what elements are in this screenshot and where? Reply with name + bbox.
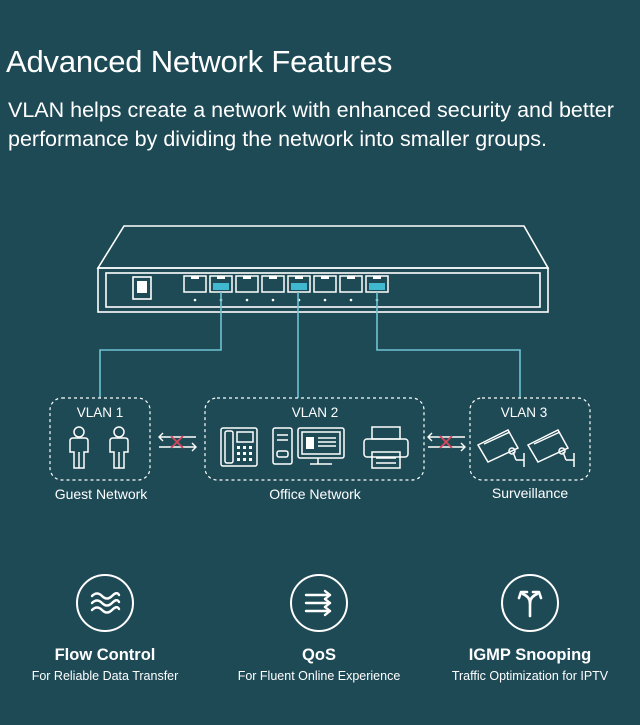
feature-name: Flow Control (54, 646, 156, 664)
line-vlan1 (99, 292, 222, 398)
printer-icon (363, 426, 409, 469)
vlan3-network-label: Surveillance (492, 485, 568, 501)
priority-arrows-icon (290, 574, 348, 632)
vlan3-label: VLAN 3 (501, 405, 548, 420)
line-vlan3 (376, 292, 521, 398)
switch-ports (183, 275, 389, 302)
vlan3-box (469, 397, 591, 481)
subtitle-line-1: VLAN helps create a network with enhance… (8, 98, 614, 122)
switch-front-inner (105, 272, 541, 308)
switch-port (183, 275, 207, 302)
blocked-link-icon (158, 432, 197, 452)
vlan1-network-label: Guest Network (55, 486, 149, 502)
feature-name: IGMP Snooping (468, 646, 592, 664)
desk-phone-icon (220, 427, 258, 467)
feature-desc: For Reliable Data Transfer (31, 669, 179, 683)
power-button (132, 276, 152, 300)
switch-port (313, 275, 337, 302)
connection-lines (99, 292, 521, 398)
switch-port (287, 275, 311, 302)
person-icon (109, 426, 129, 469)
desktop-computer-icon (272, 427, 345, 465)
feature-flow-control: Flow Control For Reliable Data Transfer (0, 574, 210, 683)
split-arrow-icon (501, 574, 559, 632)
page-subtitle: VLAN helps create a network with enhance… (8, 96, 640, 154)
security-camera-icon (476, 429, 525, 467)
subtitle-line-2: performance by dividing the network into… (8, 127, 547, 151)
vlan2-box (204, 397, 425, 481)
network-switch (96, 225, 550, 313)
feature-qos: QoS For Fluent Online Experience (214, 574, 424, 683)
switch-front (97, 267, 549, 313)
feature-name: QoS (302, 646, 336, 664)
vlan1-label: VLAN 1 (77, 405, 124, 420)
waves-icon (76, 574, 134, 632)
person-icon (69, 426, 89, 469)
vlan2-network-label: Office Network (269, 486, 362, 502)
switch-port (261, 275, 285, 302)
feature-igmp-snooping: IGMP Snooping Traffic Optimization for I… (425, 574, 635, 683)
page-title: Advanced Network Features (6, 44, 393, 79)
switch-port (339, 275, 363, 302)
switch-top (96, 225, 550, 269)
vlan1-box (49, 397, 151, 481)
vlan2-label: VLAN 2 (292, 405, 339, 420)
security-camera-icon (526, 429, 575, 467)
feature-desc: For Fluent Online Experience (237, 669, 401, 683)
blocked-link-icon (427, 432, 466, 452)
switch-port (235, 275, 259, 302)
feature-desc: Traffic Optimization for IPTV (451, 669, 609, 683)
